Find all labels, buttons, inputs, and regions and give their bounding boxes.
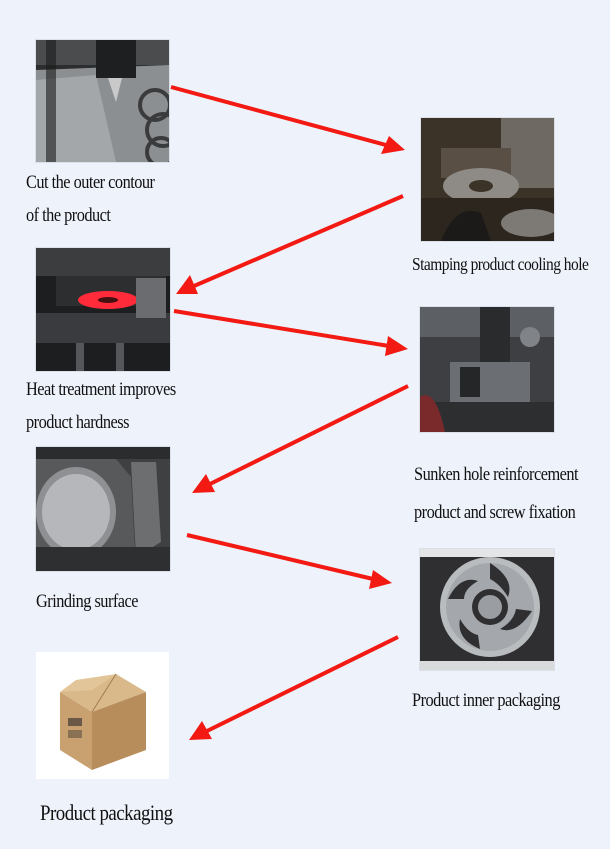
caption-line: Sunken hole reinforcement [414, 464, 579, 485]
caption-sunken: Sunken hole reinforcement product and sc… [414, 456, 579, 532]
caption-grind: Grinding surface [36, 585, 139, 618]
arrow-stamp-to-heat [176, 194, 404, 294]
caption-heat: Heat treatment improves product hardness [26, 373, 176, 439]
caption-line: product hardness [26, 412, 129, 433]
arrow-inner-to-pack [189, 635, 399, 740]
caption-line: Stamping product cooling hole [412, 254, 589, 274]
caption-line: Grinding surface [36, 591, 139, 612]
arrow-heat-to-sunken [173, 309, 408, 356]
caption-stamp: Stamping product cooling hole [412, 248, 589, 281]
arrow-sunken-to-grind [192, 384, 409, 493]
caption-line: of the product [26, 205, 111, 226]
caption-pack: Product packaging [40, 796, 173, 829]
brake-disc-photo [420, 549, 554, 670]
caption-line: product and screw fixation [414, 502, 576, 523]
caption-cut: Cut the outer contour of the product [26, 166, 155, 232]
laser-cutting-photo [36, 40, 169, 162]
caption-line: Cut the outer contour [26, 172, 155, 193]
caption-line: Heat treatment improves [26, 379, 176, 400]
drilling-machine-photo [420, 307, 554, 432]
heat-treatment-photo [36, 248, 170, 371]
arrow-grind-to-inner [186, 533, 392, 589]
grinding-machine-photo [36, 447, 170, 571]
cardboard-box-photo [36, 652, 169, 779]
stamping-press-photo [421, 118, 554, 241]
arrow-cut-to-stamp [170, 85, 405, 154]
caption-line: Product packaging [40, 800, 173, 825]
caption-inner: Product inner packaging [412, 684, 560, 717]
caption-line: Product inner packaging [412, 690, 560, 711]
